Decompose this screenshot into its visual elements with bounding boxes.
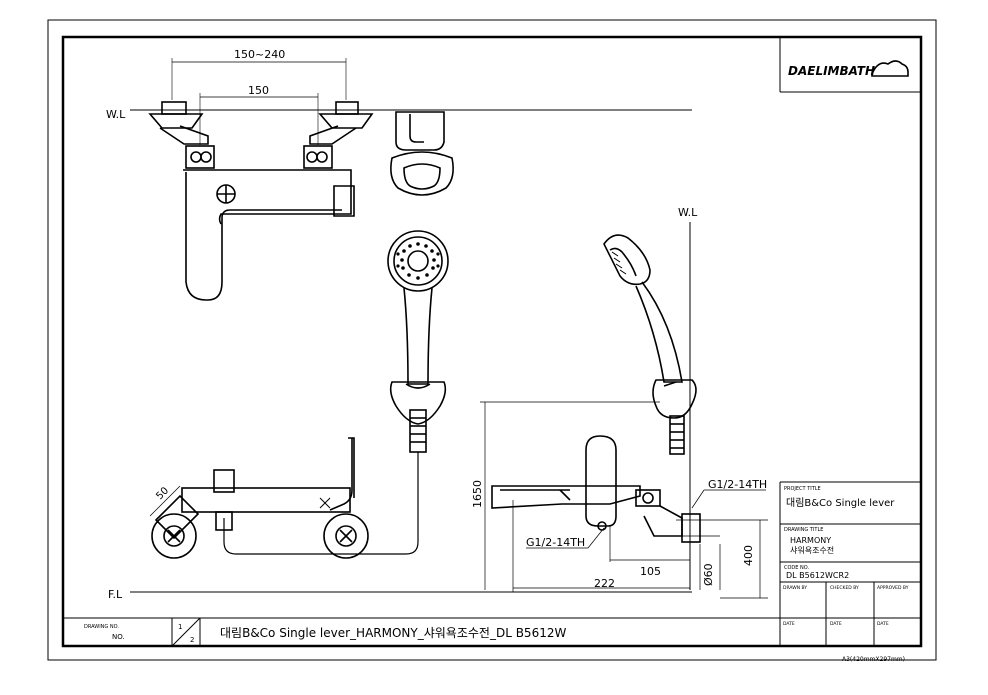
wl-label-right: W.L bbox=[678, 206, 698, 219]
logo-mark-icon bbox=[871, 60, 909, 77]
dimension-right bbox=[480, 401, 768, 599]
dim-50: 50 bbox=[154, 485, 171, 502]
checked-by-label: CHECKED BY bbox=[830, 585, 859, 591]
no-label: NO. bbox=[112, 633, 125, 641]
date-label-1: DATE bbox=[783, 621, 795, 627]
dim-60: Ø60 bbox=[702, 563, 715, 586]
project-title: 대림B&Co Single lever bbox=[786, 497, 895, 509]
drawing-title-2: 샤워욕조수전 bbox=[790, 545, 834, 555]
sheet-bottom: 2 bbox=[190, 636, 194, 644]
hand-shower-side bbox=[603, 234, 697, 455]
logo: DAELIMBATH bbox=[779, 37, 921, 93]
drawing-title-label: DRAWING TITLE bbox=[784, 527, 823, 533]
inner-frame bbox=[61, 35, 923, 648]
dim-400: 400 bbox=[742, 545, 755, 566]
drawing-no-label: DRAWING NO. bbox=[84, 624, 119, 630]
faucet-side-view bbox=[491, 435, 720, 543]
fl-label: F.L bbox=[108, 588, 123, 601]
date-label-2: DATE bbox=[830, 621, 842, 627]
title-block bbox=[779, 481, 921, 646]
code-no-label: CODE NO. bbox=[784, 565, 809, 571]
faucet-plan-view bbox=[151, 437, 369, 559]
approved-by-label: APPROVED BY bbox=[877, 585, 909, 591]
wl-label-left: W.L bbox=[106, 108, 126, 121]
thread-label-bottom: G1/2-14TH bbox=[526, 536, 585, 549]
faucet-front-view bbox=[148, 101, 374, 301]
drawing-title-bar: 대림B&Co Single lever_HARMONY_샤워욕조수전_DL B5… bbox=[220, 626, 566, 640]
code-no: DL B5612WCR2 bbox=[786, 571, 849, 580]
dimension-top: 150~240 150 bbox=[171, 48, 347, 145]
sheet-top: 1 bbox=[178, 623, 182, 631]
dim-150: 150 bbox=[248, 84, 269, 97]
logo-text: DAELIMBATH bbox=[788, 64, 875, 78]
dim-222: 222 bbox=[594, 577, 615, 590]
project-title-label: PROJECT TITLE bbox=[784, 486, 821, 492]
dim-150-240: 150~240 bbox=[234, 48, 285, 61]
drawing-title-1: HARMONY bbox=[790, 536, 831, 545]
shower-holder-top bbox=[390, 111, 454, 196]
drawn-by-label: DRAWN BY bbox=[783, 585, 807, 591]
paper-size: A3(420mmX297mm) bbox=[842, 656, 905, 663]
bottom-bar bbox=[63, 617, 780, 647]
shower-hose bbox=[223, 452, 419, 555]
dim-1650: 1650 bbox=[471, 480, 484, 508]
dim-105: 105 bbox=[640, 565, 661, 578]
hand-shower-front bbox=[387, 230, 449, 453]
thread-label-top: G1/2-14TH bbox=[708, 478, 767, 491]
date-label-3: DATE bbox=[877, 621, 889, 627]
outer-frame bbox=[47, 19, 937, 661]
